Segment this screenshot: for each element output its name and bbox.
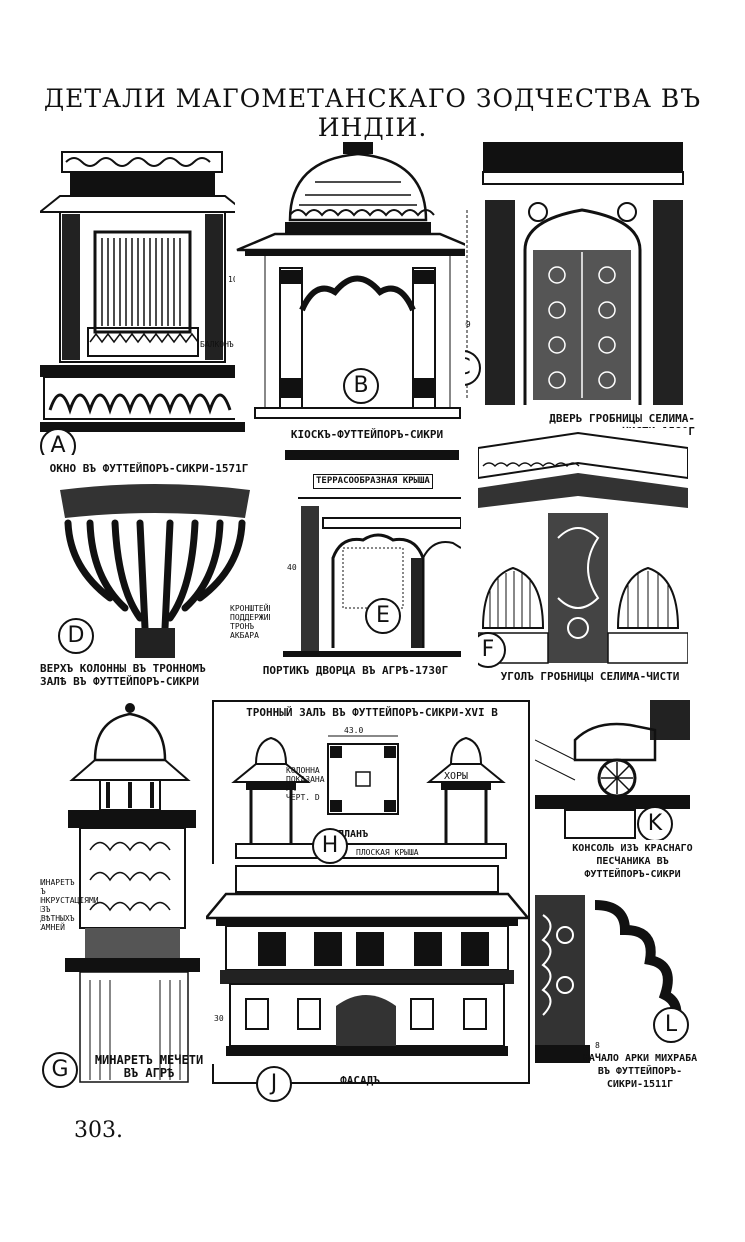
plate-letter-g: G bbox=[42, 1052, 78, 1088]
window-dimension: 10 bbox=[228, 275, 238, 284]
plate-a-window-illustration: БАЛКОНЪ 10 A bbox=[40, 150, 245, 455]
terrace-roof-note: ТЕРРАСООБРАЗНАЯ КРЫША bbox=[313, 474, 433, 489]
page-title: ДЕТАЛИ МАГОМЕТАНСКАГО ЗОДЧЕСТВА ВЪ ИНДІИ… bbox=[43, 84, 702, 142]
plate-g-caption: МИНАРЕТЪ МЕЧЕТИ ВЪ АГРѢ bbox=[94, 1053, 204, 1080]
plate-letter-e: E bbox=[365, 598, 401, 634]
plate-h-caption: ТРОННЫЙ ЗАЛЪ ВЪ ФУТТЕЙПОРЪ-СИКРИ-XVI В bbox=[246, 706, 498, 719]
door-drawing bbox=[466, 142, 684, 405]
plate-letter-a: A bbox=[40, 428, 76, 455]
plate-h-plan-illustration: 43.0 КОЛОННА ПОКАЗАНА НА ЧЕРТ. D ХОРЫ ПЛ… bbox=[216, 724, 522, 864]
portico-drawing bbox=[283, 450, 461, 657]
plate-j-facade-illustration: 30 bbox=[206, 864, 528, 1064]
balcony-note: БАЛКОНЪ bbox=[200, 340, 234, 349]
plate-letter-b: B bbox=[343, 368, 379, 404]
plate-f-caption: УГОЛЪ ГРОБНИЦЫ СЕЛИМА-ЧИСТИ bbox=[500, 670, 680, 683]
plate-g-minaret-illustration: МИНАРЕТЪ СЪ ИНКРУСТАЦІЯМИ ИЗЪ ЦВѢТНЫХЪ К… bbox=[40, 700, 215, 1090]
plan-label: ПЛАНЪ bbox=[338, 829, 369, 840]
plan-dimension: 43.0 bbox=[344, 726, 364, 735]
facade-dimension: 30 bbox=[214, 1014, 224, 1023]
kiosk-drawing bbox=[236, 142, 479, 419]
plate-j-caption: ФАСАДЪ bbox=[340, 1074, 380, 1087]
console-drawing bbox=[535, 700, 690, 839]
throne-hall-plan-drawing bbox=[231, 735, 507, 859]
door-dimension: 99 bbox=[465, 320, 471, 329]
plate-e-caption: ПОРТИКЪ ДВОРЦА ВЪ АГРѢ-1730Г bbox=[262, 664, 449, 677]
plate-e-portico-illustration: ТЕРРАСООБРАЗНАЯ КРЫША 40 E bbox=[283, 448, 461, 658]
throne-hall-facade-drawing bbox=[206, 865, 528, 1056]
plate-k-caption: КОНСОЛЬ ИЗЪ КРАСНАГО ПЕСЧАНИКА ВЪ ФУТТЕЙ… bbox=[572, 843, 693, 880]
plate-l-arch-illustration: L 8 bbox=[535, 895, 690, 1065]
plate-b-kiosk-illustration: B bbox=[235, 140, 480, 420]
plate-c-door-illustration: 99 C bbox=[465, 140, 695, 410]
plate-letter-h: H bbox=[312, 828, 348, 864]
portico-dimension: 40 bbox=[287, 563, 297, 572]
plate-k-console-illustration: K bbox=[535, 700, 690, 840]
column-capital-drawing bbox=[60, 484, 250, 658]
plate-letter-j: J bbox=[256, 1066, 292, 1102]
plate-letter-l: L bbox=[653, 1007, 689, 1043]
mihrab-arch-drawing bbox=[535, 895, 682, 1063]
plate-d-caption: ВЕРХЪ КОЛОННЫ ВЪ ТРОННОМЪ ЗАЛѢ ВЪ ФУТТЕЙ… bbox=[40, 662, 206, 688]
bracket-note: КРОНШТЕЙНЫ ПОДДЕРЖИВАЮТЪ ТРОНЪ АКБАРА bbox=[230, 604, 270, 640]
choirs-label: ХОРЫ bbox=[444, 771, 469, 782]
minaret-inlay-note: МИНАРЕТЪ СЪ ИНКРУСТАЦІЯМИ ИЗЪ ЦВѢТНЫХЪ К… bbox=[40, 878, 99, 932]
page-number: 303. bbox=[74, 1118, 123, 1143]
plate-d-column-illustration: D КРОНШТЕЙНЫ ПОДДЕРЖИВАЮТЪ ТРОНЪ АКБАРА bbox=[40, 478, 270, 658]
plate-letter-d: D bbox=[58, 618, 94, 654]
flat-roof-label: ПЛОСКАЯ КРЫША bbox=[356, 848, 419, 857]
arch-dimension: 8 bbox=[595, 1041, 600, 1050]
plate-b-caption: КІОСКЪ-ФУТТЕЙПОРЪ-СИКРИ bbox=[290, 428, 444, 441]
minaret-drawing bbox=[65, 703, 200, 1083]
tomb-corner-drawing bbox=[478, 431, 688, 664]
plate-l-caption: НАЧАЛО АРКИ МИХРАБА ВЪ ФУТТЕЙПОРЪ-СИКРИ-… bbox=[582, 1053, 698, 1090]
plate-f-corner-illustration: F bbox=[478, 428, 688, 668]
plate-letter-k: K bbox=[637, 806, 673, 840]
column-note: КОЛОННА ПОКАЗАНА НА ЧЕРТ. D bbox=[286, 766, 325, 802]
plate-letter-f: F bbox=[478, 632, 506, 668]
window-drawing bbox=[40, 151, 245, 432]
plate-a-caption: ОКНО ВЪ ФУТТЕЙПОРЪ-СИКРИ-1571Г bbox=[49, 462, 249, 475]
